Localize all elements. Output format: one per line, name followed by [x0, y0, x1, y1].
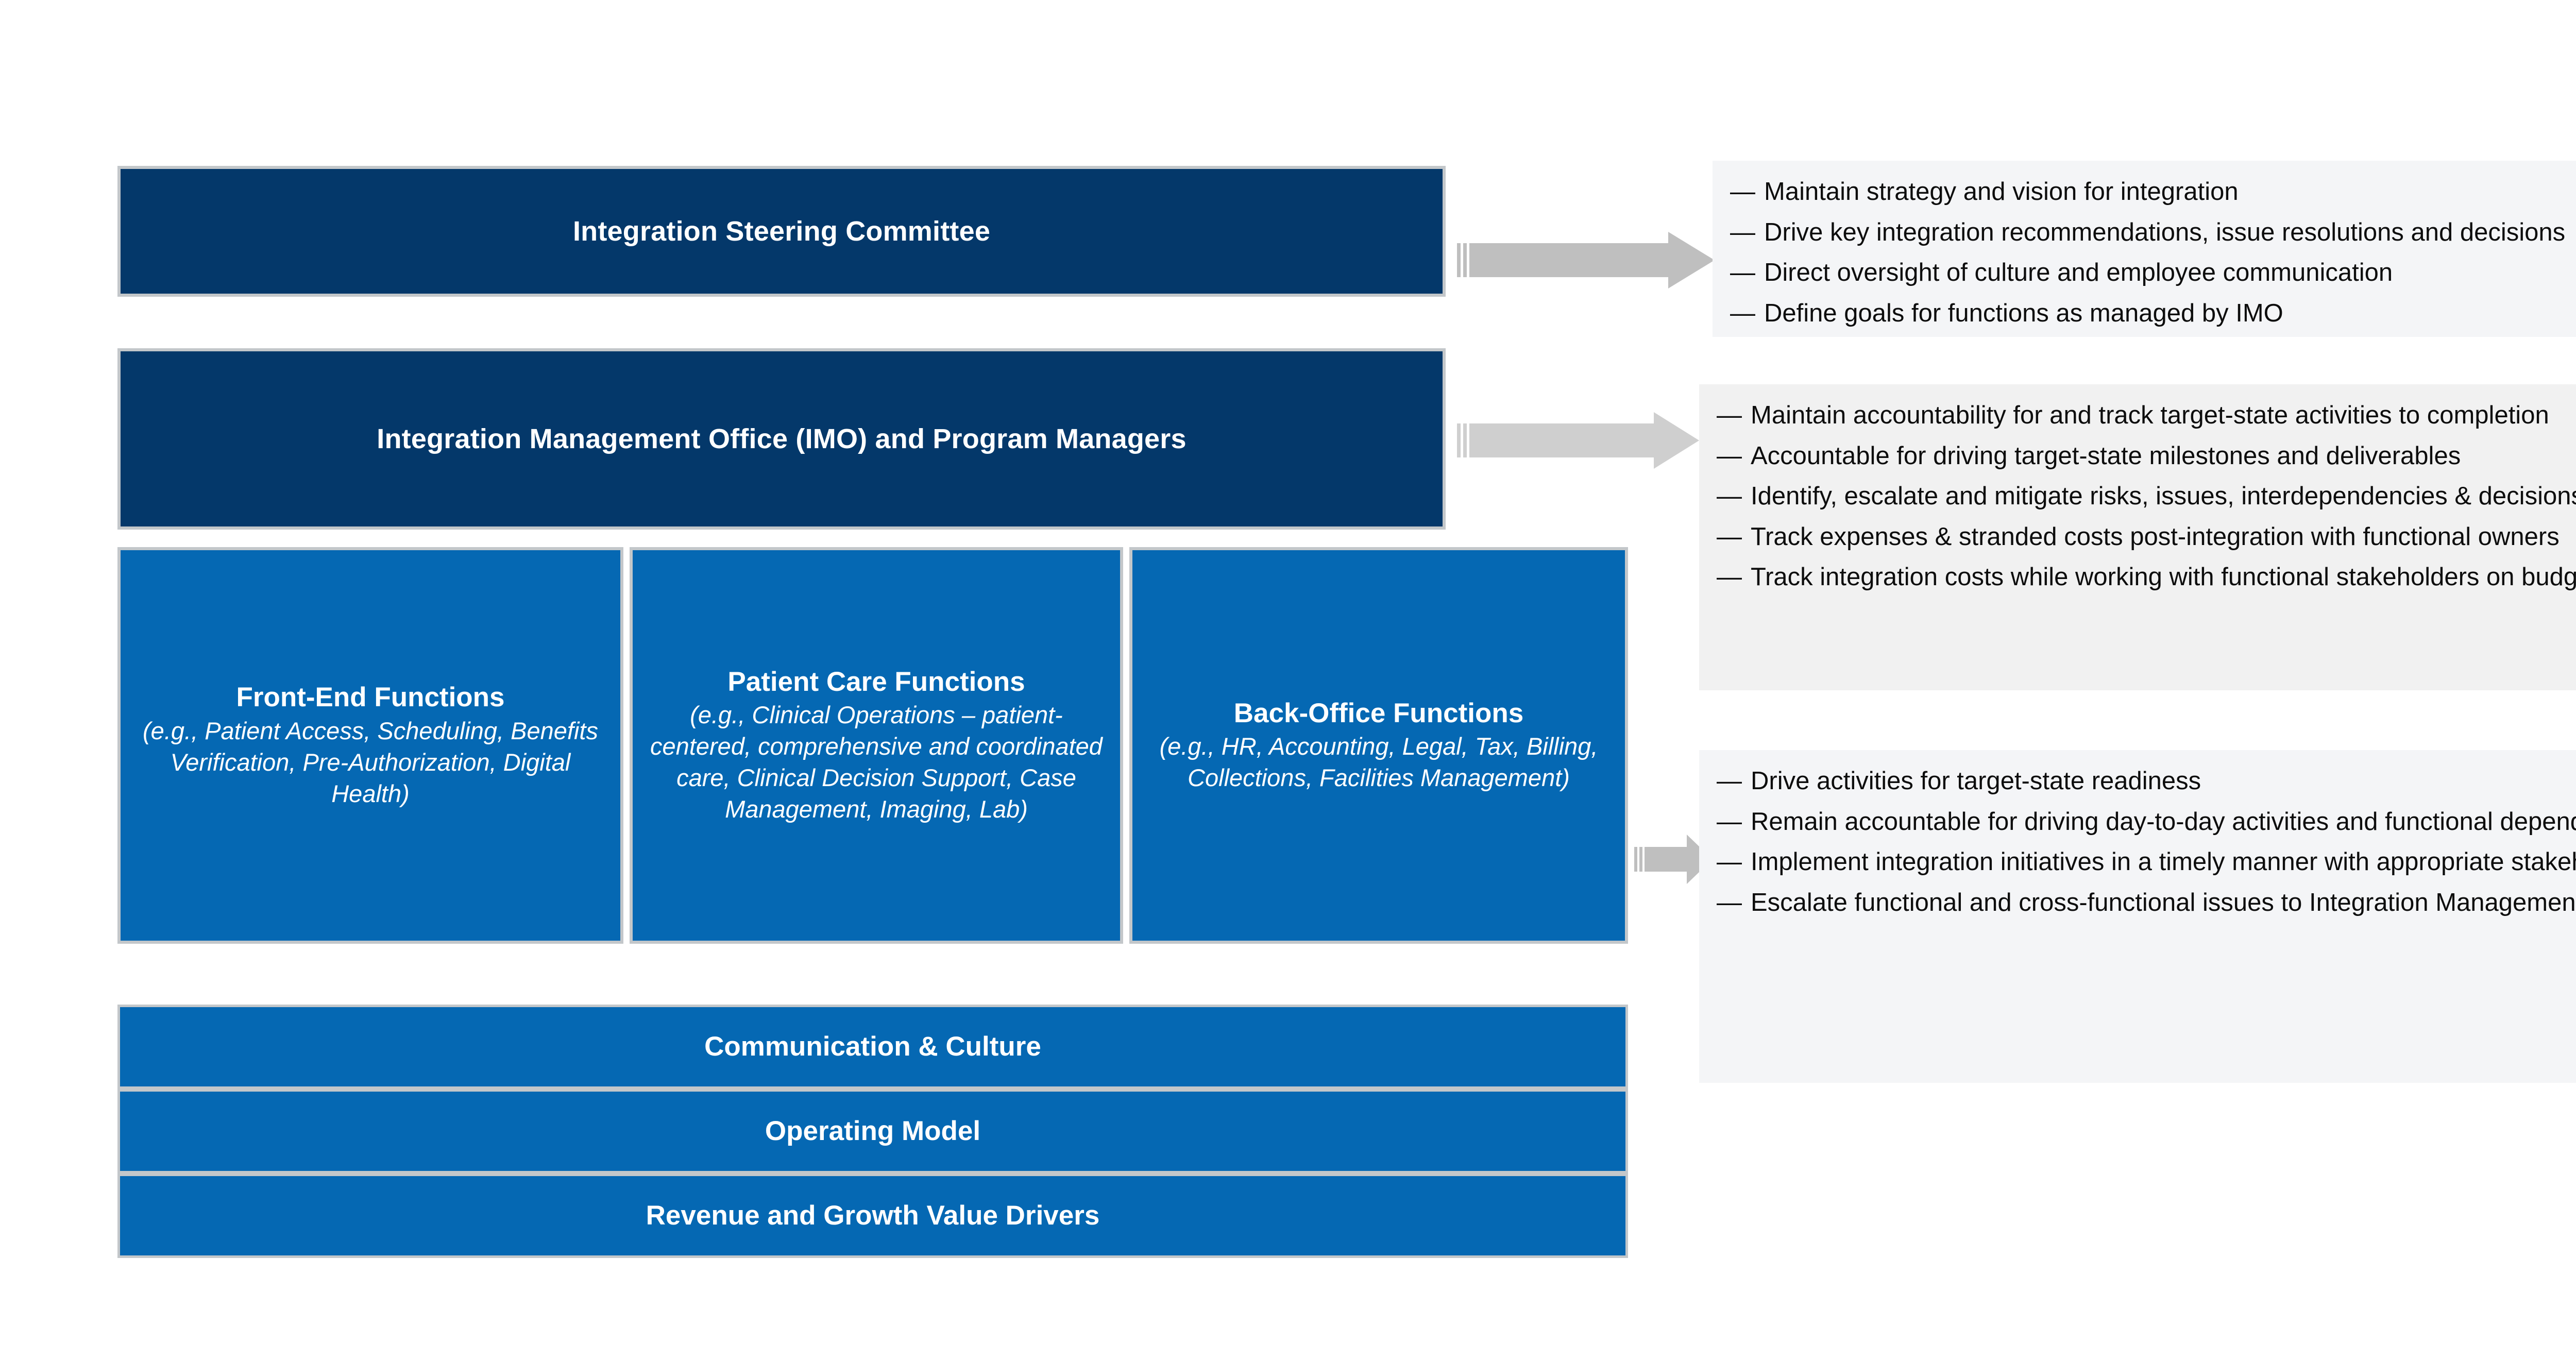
list-item: — Accountable for driving target-state m… [1713, 438, 2576, 474]
function-box-title: Back-Office Functions [1233, 698, 1524, 728]
list-item: — Drive activities for target-state read… [1713, 763, 2576, 800]
bullet-text: Drive activities for target-state readin… [1751, 767, 2201, 795]
list-item: — Drive key integration recommendations,… [1726, 215, 2576, 251]
function-box-front-end[interactable]: Front-End Functions (e.g., Patient Acces… [117, 547, 623, 944]
responsibility-panel-functions: — Drive activities for target-state read… [1699, 750, 2576, 1083]
responsibility-panel-steering-committee: — Maintain strategy and vision for integ… [1713, 161, 2576, 337]
bullet-dash-icon: — [1717, 441, 1742, 470]
responsibility-list: — Maintain strategy and vision for integ… [1726, 174, 2576, 331]
governance-bar-label: Integration Steering Committee [572, 215, 991, 247]
list-item: — Remain accountable for driving day-to-… [1713, 804, 2576, 840]
bullet-dash-icon: — [1717, 522, 1742, 551]
foundation-bar-label: Operating Model [765, 1115, 981, 1146]
responsibility-panel-imo: — Maintain accountability for and track … [1699, 384, 2576, 690]
bullet-text: Remain accountable for driving day-to-da… [1751, 807, 2576, 836]
function-box-subtitle: (e.g., Patient Access, Scheduling, Benef… [143, 717, 598, 807]
bullet-text: Drive key integration recommendations, i… [1764, 218, 2566, 246]
function-box-patient-care[interactable]: Patient Care Functions (e.g., Clinical O… [630, 547, 1123, 944]
function-box-subtitle: (e.g., Clinical Operations – patient-cen… [650, 701, 1103, 823]
foundation-bar-label: Revenue and Growth Value Drivers [646, 1200, 1100, 1231]
list-item: — Track integration costs while working … [1713, 559, 2576, 596]
list-item: — Track expenses & stranded costs post-i… [1713, 519, 2576, 555]
bullet-text: Track integration costs while working wi… [1751, 563, 2576, 591]
arrow-imo-icon [1457, 412, 1699, 469]
list-item: — Direct oversight of culture and employ… [1726, 255, 2576, 291]
bullet-text: Accountable for driving target-state mil… [1751, 441, 2461, 470]
list-item: — Maintain strategy and vision for integ… [1726, 174, 2576, 210]
function-box-back-office[interactable]: Back-Office Functions (e.g., HR, Account… [1129, 547, 1628, 944]
list-item: — Maintain accountability for and track … [1713, 398, 2576, 434]
bullet-text: Implement integration initiatives in a t… [1751, 848, 2576, 876]
bullet-dash-icon: — [1717, 807, 1742, 836]
responsibility-list: — Maintain accountability for and track … [1713, 398, 2576, 596]
bullet-text: Identify, escalate and mitigate risks, i… [1751, 482, 2576, 511]
foundation-bar-operating-model[interactable]: Operating Model [117, 1089, 1628, 1174]
list-item: — Define goals for functions as managed … [1726, 296, 2576, 332]
bullet-text: Maintain accountability for and track ta… [1751, 401, 2549, 429]
bullet-text: Direct oversight of culture and employee… [1764, 259, 2393, 287]
list-item: — Escalate functional and cross-function… [1713, 885, 2576, 921]
bullet-dash-icon: — [1730, 178, 1755, 206]
governance-bar-label: Integration Management Office (IMO) and … [377, 423, 1187, 454]
function-box-title: Front-End Functions [236, 682, 505, 713]
governance-bar-imo[interactable]: Integration Management Office (IMO) and … [117, 348, 1446, 530]
bullet-text: Maintain strategy and vision for integra… [1764, 178, 2239, 206]
bullet-dash-icon: — [1717, 888, 1742, 916]
bullet-dash-icon: — [1730, 218, 1755, 246]
bullet-dash-icon: — [1730, 299, 1755, 327]
bullet-text: Track expenses & stranded costs post-int… [1751, 522, 2560, 551]
bullet-dash-icon: — [1717, 401, 1742, 429]
responsibility-list: — Drive activities for target-state read… [1713, 763, 2576, 921]
list-item: — Implement integration initiatives in a… [1713, 844, 2576, 880]
bullet-dash-icon: — [1717, 482, 1742, 511]
foundation-bar-communication-culture[interactable]: Communication & Culture [117, 1005, 1628, 1089]
bullet-dash-icon: — [1717, 767, 1742, 795]
bullet-text: Define goals for functions as managed by… [1764, 299, 2283, 327]
function-box-title: Patient Care Functions [727, 666, 1025, 697]
arrow-steering-committee-icon [1457, 232, 1715, 288]
foundation-bar-label: Communication & Culture [704, 1031, 1041, 1062]
foundation-bar-revenue-growth[interactable]: Revenue and Growth Value Drivers [117, 1174, 1628, 1258]
governance-bar-steering-committee[interactable]: Integration Steering Committee [117, 166, 1446, 297]
bullet-dash-icon: — [1730, 259, 1755, 287]
bullet-text: Escalate functional and cross-functional… [1751, 888, 2576, 916]
function-box-subtitle: (e.g., HR, Accounting, Legal, Tax, Billi… [1159, 733, 1598, 792]
list-item: — Identify, escalate and mitigate risks,… [1713, 479, 2576, 515]
bullet-dash-icon: — [1717, 848, 1742, 876]
bullet-dash-icon: — [1717, 563, 1742, 591]
arrow-functions-icon [1634, 835, 1713, 884]
